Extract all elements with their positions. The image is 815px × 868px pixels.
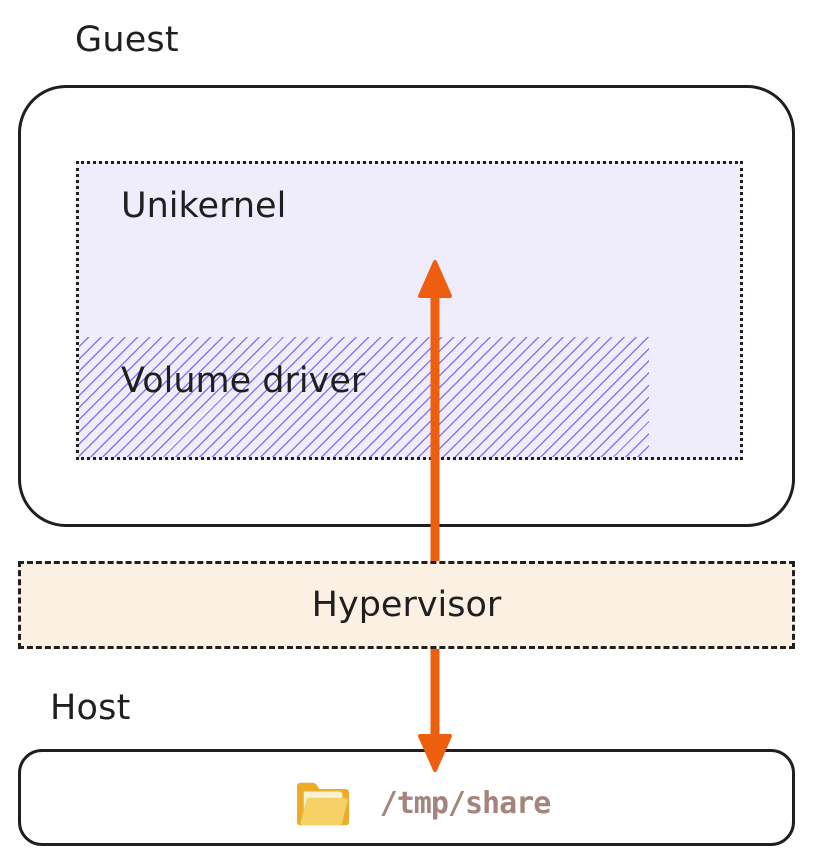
volume-driver-label: Volume driver [121,361,366,401]
guest-label: Guest [75,20,179,60]
volume-driver-region: Volume driver [79,337,649,457]
hypervisor-label: Hypervisor [311,585,502,625]
unikernel-box: Unikernel Volume driver [76,161,743,460]
host-label: Host [50,688,131,728]
open-folder-icon [296,782,349,825]
unikernel-label: Unikernel [121,186,287,226]
hypervisor-box: Hypervisor [18,561,795,649]
host-box: /tmp/share [18,749,795,846]
share-path: /tmp/share [379,786,552,821]
guest-box: Unikernel Volume driver [18,85,795,527]
